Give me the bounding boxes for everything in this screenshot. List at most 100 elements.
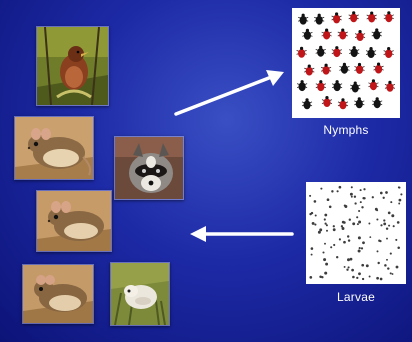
tick-larva <box>330 246 332 248</box>
larvae-label: Larvae <box>306 290 406 304</box>
tick-larva <box>346 269 348 271</box>
tick-larva <box>358 236 361 239</box>
tick-nymph <box>385 81 395 92</box>
tick-larva <box>325 263 328 266</box>
tick-nymph <box>332 80 342 91</box>
tick-larva <box>344 205 347 208</box>
larvae-panel <box>306 182 406 284</box>
tick-nymph <box>332 46 342 57</box>
tick-larva <box>358 272 361 275</box>
tick-larva <box>388 225 390 227</box>
tick-larva <box>362 241 365 244</box>
tick-larva <box>386 227 388 229</box>
tick-nymph <box>350 81 360 92</box>
bird-photo <box>36 26 109 106</box>
tick-larva <box>323 258 326 261</box>
raccoon-photo <box>114 136 184 200</box>
tick-larva <box>383 197 385 199</box>
tick-larva <box>363 197 365 199</box>
tick-larva <box>378 240 380 242</box>
tick-larva <box>356 216 358 218</box>
tick-larva <box>386 259 388 261</box>
tick-larva <box>377 262 379 264</box>
tick-larva <box>314 224 316 226</box>
tick-larva <box>399 199 402 202</box>
tick-larva <box>348 266 350 268</box>
tick-larva <box>368 223 370 225</box>
bird-photo-icon <box>37 27 108 105</box>
tick-nymph <box>384 11 394 22</box>
tick-larva <box>400 193 402 195</box>
tick-larva <box>361 247 363 249</box>
tick-larva <box>312 222 315 225</box>
tick-larva <box>376 277 379 280</box>
tick-nymph <box>354 97 364 108</box>
tick-larva <box>339 186 342 189</box>
tick-larva <box>398 203 400 205</box>
tick-larva <box>358 210 360 212</box>
tick-larva <box>322 251 324 253</box>
tick-larva <box>315 214 317 216</box>
tick-larva <box>387 267 389 269</box>
nymphs-panel <box>292 8 400 118</box>
tick-larva <box>357 223 359 225</box>
tick-larva <box>363 188 365 190</box>
tick-larva <box>361 206 363 208</box>
tick-nymph <box>338 28 348 39</box>
tick-larva <box>360 201 362 203</box>
tick-larva <box>385 191 388 194</box>
nymphs-label: Nymphs <box>292 123 400 137</box>
arrow-icon <box>176 70 284 114</box>
tick-nymph <box>316 80 326 91</box>
tick-larva <box>324 243 326 245</box>
tick-larva <box>350 258 353 261</box>
tick-larva <box>377 250 379 252</box>
tick-nymph <box>354 63 364 74</box>
tick-larva <box>309 195 311 197</box>
tick-nymph <box>374 63 384 74</box>
tick-larva <box>325 223 327 225</box>
tick-larva <box>326 224 328 226</box>
mouse-photo <box>22 264 94 324</box>
tick-larva <box>397 247 400 250</box>
tick-nymph <box>316 46 326 57</box>
tick-nymph <box>332 12 342 23</box>
tick-nymph <box>355 30 365 41</box>
tick-larva <box>358 221 361 224</box>
tick-larva <box>352 222 355 225</box>
tick-nymph <box>322 28 332 39</box>
tick-larva <box>393 225 395 227</box>
tick-larva <box>362 278 364 280</box>
tick-larva <box>380 192 383 195</box>
tick-larva <box>372 196 374 198</box>
tick-larva <box>383 223 386 226</box>
tick-larva <box>333 244 335 246</box>
tick-larva <box>361 264 364 267</box>
tick-larva <box>333 225 335 227</box>
tick-larva <box>349 219 351 221</box>
tick-larva <box>395 239 397 241</box>
mouse-photo-icon <box>111 263 169 325</box>
mouse-photo <box>110 262 170 326</box>
tick-larva <box>376 209 378 211</box>
tick-larva <box>311 247 314 250</box>
tick-larva <box>333 228 336 231</box>
tick-larva <box>311 212 313 214</box>
tick-larva <box>354 196 356 198</box>
tick-larva <box>319 275 322 278</box>
tick-larva <box>359 247 361 249</box>
tick-nymph <box>298 14 308 25</box>
tick-nymph <box>321 64 331 75</box>
tick-nymph <box>297 80 307 91</box>
tick-larva <box>390 253 392 255</box>
tick-larva <box>356 277 358 279</box>
tick-nymph <box>384 47 394 58</box>
tick-larva <box>390 272 392 274</box>
tick-larva <box>397 221 400 224</box>
mouse-photo-icon <box>23 265 93 323</box>
tick-larva <box>369 236 371 238</box>
tick-larva <box>352 276 355 279</box>
tick-larva <box>343 241 346 244</box>
tick-larva <box>324 218 326 220</box>
tick-larva <box>342 227 345 230</box>
